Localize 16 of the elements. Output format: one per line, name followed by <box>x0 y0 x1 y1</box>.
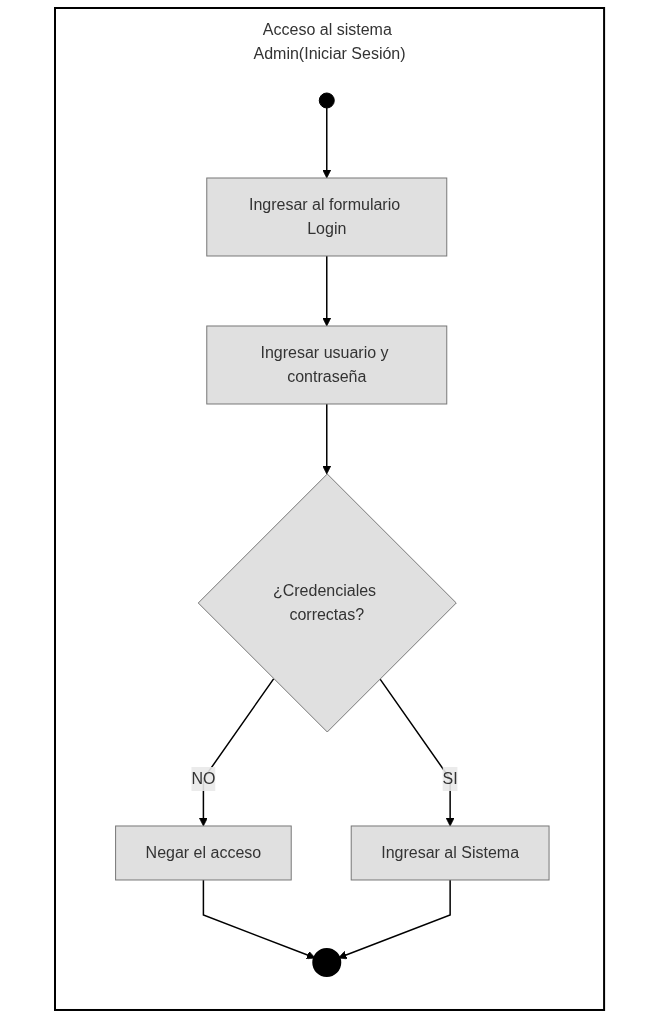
node-circle <box>312 948 342 977</box>
node-box: Negar el acceso <box>115 825 292 881</box>
arrow <box>338 879 451 960</box>
node-diamond: ¿Credenciales correctas? <box>197 473 457 733</box>
arrow <box>322 107 332 179</box>
arrow <box>379 678 455 827</box>
arrow <box>202 879 316 960</box>
edge-label: NO <box>191 769 216 787</box>
arrow <box>322 255 332 327</box>
node-box: Ingresar al Sistema <box>350 825 550 881</box>
node-box: Ingresar al formulario Login <box>206 177 448 257</box>
node-circle <box>318 92 335 109</box>
node-box: Ingresar usuario y contraseña <box>206 325 448 405</box>
edge-label: SI <box>442 769 458 787</box>
arrow <box>322 403 332 475</box>
arrow <box>198 678 275 827</box>
